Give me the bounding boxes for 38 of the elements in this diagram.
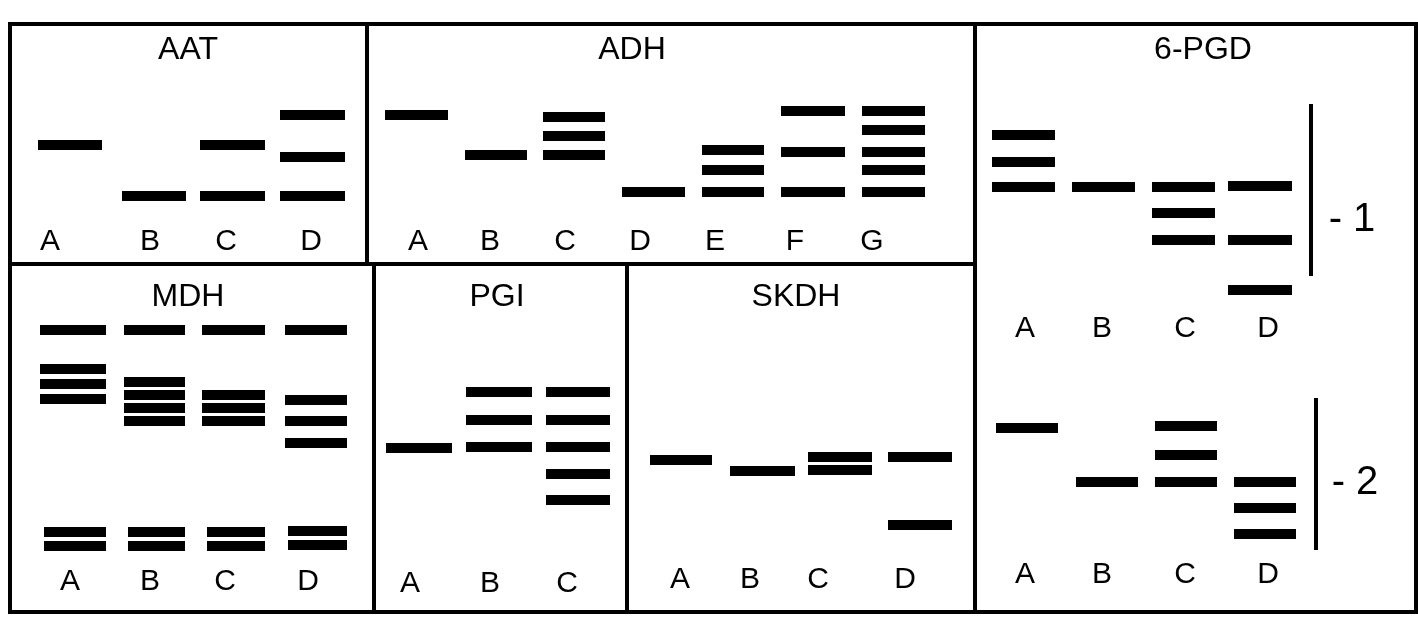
lane-label: A (400, 567, 420, 597)
lane-label: B (480, 567, 500, 597)
lane-label: B (740, 563, 760, 593)
lane-label: D (297, 565, 319, 595)
lane-label: A (40, 225, 60, 255)
lane-label: B (1092, 312, 1112, 342)
lane-label: A (1015, 312, 1035, 342)
lane-label: A (670, 563, 690, 593)
lane-label: D (300, 225, 322, 255)
lane-label: D (629, 225, 651, 255)
lane-label: C (1174, 312, 1196, 342)
lane-label: C (214, 565, 236, 595)
panel-title: AAT (158, 32, 218, 64)
lane-label: A (408, 225, 428, 255)
lane-label: C (1174, 558, 1196, 588)
lane-label: D (894, 563, 916, 593)
panel-title: MDH (151, 279, 225, 311)
lane-label: A (60, 565, 80, 595)
panel-title: 6-PGD (1154, 32, 1252, 64)
lane-label: A (1015, 558, 1035, 588)
panel-title: SKDH (751, 279, 841, 311)
lane-label: G (860, 225, 884, 255)
lane-label: D (1257, 312, 1279, 342)
lane-label: B (1092, 558, 1112, 588)
panel-title: ADH (598, 32, 666, 64)
lane-label: C (807, 563, 829, 593)
row-label: - 2 (1331, 460, 1379, 500)
lane-label: F (785, 225, 805, 255)
lane-label: C (554, 225, 576, 255)
panel-title: PGI (469, 279, 525, 311)
row-label: - 1 (1328, 197, 1376, 237)
lane-label: B (140, 565, 160, 595)
lane-label: B (480, 225, 500, 255)
lane-label: E (705, 225, 725, 255)
lane-label: C (215, 225, 237, 255)
lane-label: C (556, 567, 578, 597)
lane-label: D (1257, 558, 1279, 588)
lane-label: B (140, 225, 160, 255)
